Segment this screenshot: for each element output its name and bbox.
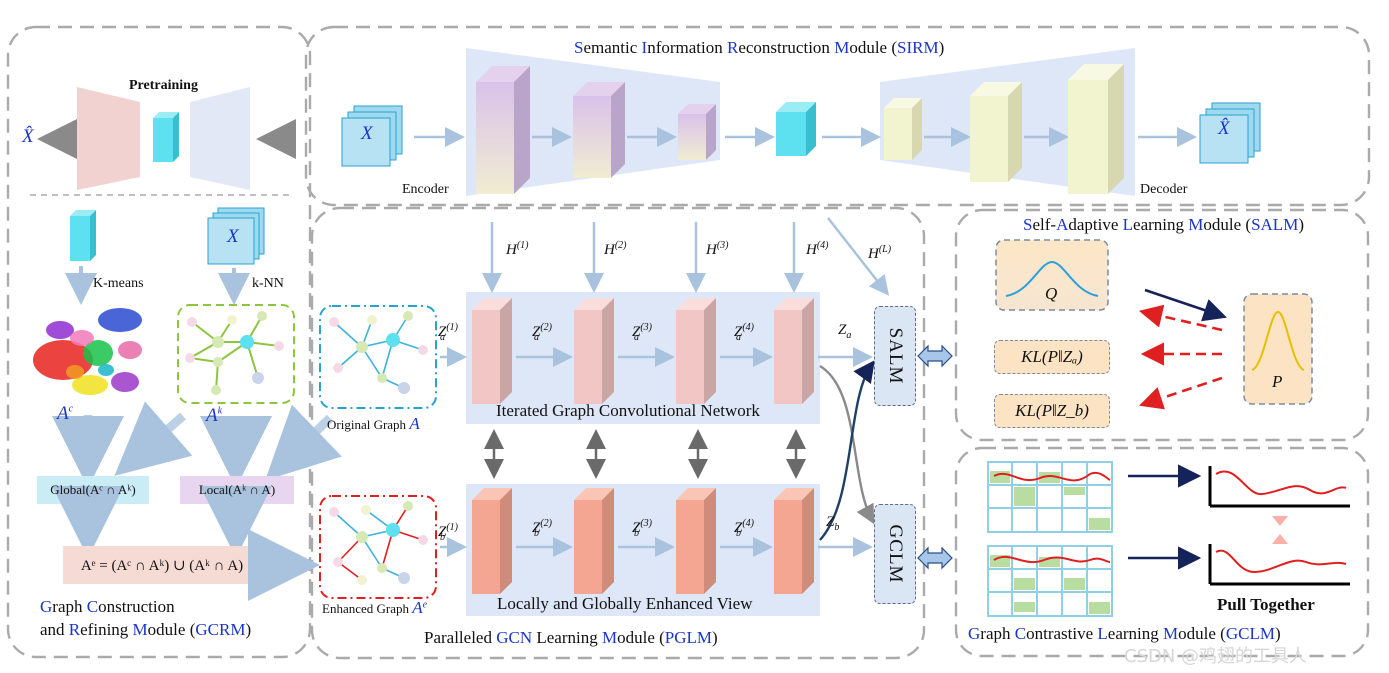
zb2-label: Z(2)b [532,518,553,539]
ak-label: Ak [206,405,223,426]
gclm-box: GCLM [874,504,916,604]
knn-graph-nodes [185,311,284,395]
gclm-grid-bottom [987,545,1113,617]
zb3-label: Z(3)b [632,518,653,539]
global-box-label: Global(Aᶜ ∩ Aᵏ) [50,482,136,497]
pull-together-label: Pull Together [1217,595,1315,614]
zb1-label: Z(1)b [438,522,459,543]
h3-label: H(3) [706,240,729,258]
decoder-block-1 [884,98,922,160]
sirm-latent-cube [776,102,816,156]
sirm-output-symbol: X̂ [1218,118,1230,139]
h2-label: H(2) [604,240,627,258]
za2-label: Z(2)a [532,322,553,343]
q-distribution-box [995,239,1109,311]
zb-to-salm-curve [819,360,875,541]
knn-label: k-NN [252,276,284,291]
enhanced-graph-frame [319,495,437,599]
watermark: CSDN @鸡翅的工具人 [1124,646,1308,667]
sirm-frame [304,25,1371,207]
salm-box: SALM [874,306,916,406]
h4-label: H(4) [806,240,829,258]
encoder-block-1 [476,66,530,194]
pretrain-latent-cube [153,112,179,162]
p-curve [1251,310,1305,371]
h1-label: H(1) [506,240,529,258]
sirm-input-symbol: X [361,123,373,144]
q-symbol: Q [1045,284,1058,303]
top-row-title: Iterated Graph Convolutional Network [496,401,760,420]
ae-formula: Aᵉ = (Aᶜ ∩ Aᵏ) ∪ (Aᵏ ∩ A) [80,557,244,574]
local-box-label: Local(Aᵏ ∩ A) [198,482,276,497]
ae-formula-box [63,546,261,584]
p-symbol: P [1272,372,1283,391]
original-graph-frame [319,305,437,409]
decoder-block-2 [970,82,1022,182]
gclm-link-arrow [917,546,953,570]
za1-label: Z(1)a [438,322,459,343]
ac-label: Ac [57,403,74,424]
p-distribution-box [1243,293,1313,405]
kl-a-box: KL(P‖Zₐ) [994,340,1110,374]
pull-together-arrows [1272,516,1288,544]
gclm-plot-top [1208,466,1350,508]
knn-graph-frame [177,304,295,404]
kmeans-clusters [33,308,142,395]
original-graph-label: Original Graph A [327,414,420,433]
gcrm-frame [6,25,312,659]
salm-link-arrow [917,344,953,368]
decoder-label: Decoder [1140,182,1188,197]
gcn-bottom-layers [472,488,814,594]
q-to-p-arrow [1144,288,1227,322]
gcrm-input-symbol: X [227,226,239,247]
gcn-top-layers [472,298,814,404]
gclm-plot-bottom [1208,544,1350,586]
salm-title: Self-Adaptive Learning Module (SALM) [1023,215,1304,234]
za3-label: Z(3)a [632,322,653,343]
enhanced-graph-label: Enhanced Graph Ae [322,598,428,617]
encoder-label: Encoder [402,182,449,197]
zb-final-label: Zb [826,514,840,533]
gcrm-title-line1: Graph Construction [40,597,175,616]
gclm-grid-top [987,461,1113,533]
encoder-block-3 [678,104,716,160]
gcrm-title-line2: and Refining Module (GCRM) [40,620,252,639]
pretrain-encoder [77,87,140,190]
pretrain-decoder [190,87,250,190]
za4-label: Z(4)a [734,322,755,343]
kl-b-box: KL(P‖Z_b) [994,394,1110,428]
sirm-output-stack [1199,102,1261,164]
kmeans-label: K-means [93,276,144,291]
za-to-gclm-curve [819,364,875,525]
gcrm-input-stack [207,207,265,265]
knn-graph [189,315,280,391]
zb4-label: Z(4)b [734,518,755,539]
gclm-frame [954,446,1370,658]
hl-label: H(L) [868,244,892,262]
encoder-block-2 [573,82,625,178]
original-graph-nodes [329,311,428,394]
gclm-title: Graph Contrastive Learning Module (GCLM) [968,624,1281,643]
gcrm-latent-cube [70,210,96,261]
q-curve [1005,260,1099,297]
pretraining-label: Pretraining [129,78,198,93]
sirm-input-stack [341,105,403,167]
za-final-label: Za [838,322,852,341]
decoder-block-3 [1068,64,1124,194]
salm-frame [954,208,1370,442]
enhanced-graph-nodes [329,501,428,585]
pretrain-output-symbol: X̂ [22,126,34,147]
pglm-title: Paralleled GCN Learning Module (PGLM) [424,628,718,647]
bottom-row-title: Locally and Globally Enhanced View [497,594,753,613]
sirm-title: Semantic Information Reconstruction Modu… [574,38,945,57]
